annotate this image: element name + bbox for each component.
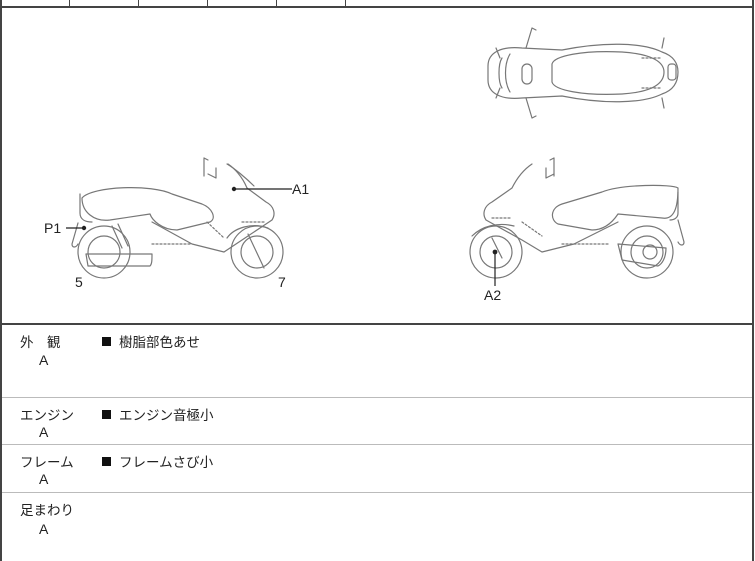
row-divider <box>2 492 752 493</box>
scooter-illustration <box>66 27 685 286</box>
frame-left-border <box>0 0 2 561</box>
section-frame: フレーム A フレームさび小 <box>2 445 752 492</box>
section-note: エンジン音極小 <box>102 404 214 424</box>
damage-label-p1: P1 <box>44 220 62 236</box>
damage-label-a1: A1 <box>292 181 310 197</box>
frame-right-border <box>752 0 754 561</box>
section-engine: エンジン A エンジン音極小 <box>2 398 752 444</box>
column-separator <box>69 0 70 6</box>
position-label-5: 5 <box>75 274 83 290</box>
bullet-square-icon <box>102 457 111 466</box>
scooter-left-view-icon <box>71 157 284 279</box>
row-divider <box>2 397 752 398</box>
scooter-top-view-icon <box>487 27 679 119</box>
diagram-divider <box>0 323 754 325</box>
scooter-right-view-icon <box>469 157 685 279</box>
section-category: エンジン <box>20 408 74 424</box>
row-divider <box>2 444 752 445</box>
section-note: 樹脂部色あせ <box>102 331 200 351</box>
column-separator <box>207 0 208 6</box>
section-category: 外 観 <box>20 335 61 351</box>
section-grade: A <box>39 352 49 368</box>
section-grade: A <box>39 521 49 537</box>
bullet-square-icon <box>102 410 111 419</box>
header-table-row <box>0 0 753 8</box>
section-category: フレーム <box>20 455 74 471</box>
section-grade: A <box>39 424 49 440</box>
section-exterior: 外 観 A 樹脂部色あせ <box>2 325 752 397</box>
section-note: フレームさび小 <box>102 451 213 471</box>
column-separator <box>276 0 277 6</box>
column-separator <box>138 0 139 6</box>
damage-label-a2: A2 <box>484 287 502 303</box>
section-category: 足まわり <box>20 503 74 519</box>
column-separator <box>345 0 346 6</box>
section-grade: A <box>39 471 49 487</box>
vehicle-damage-diagram: A1 P1 A2 5 7 <box>2 8 752 323</box>
position-label-7: 7 <box>278 274 286 290</box>
section-suspension: 足まわり A <box>2 493 752 561</box>
bullet-square-icon <box>102 337 111 346</box>
